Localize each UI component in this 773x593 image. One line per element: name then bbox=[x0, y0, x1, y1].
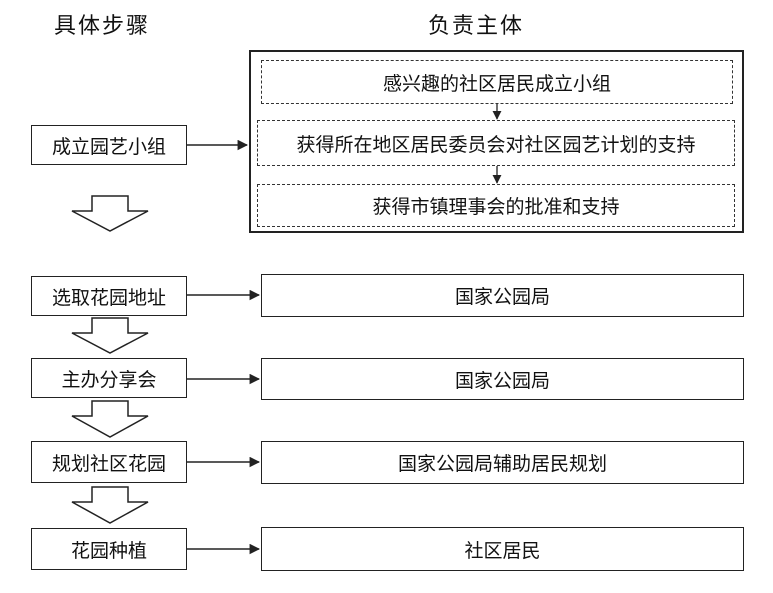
block-down-arrow-2 bbox=[71, 317, 149, 354]
step-box-2: 选取花园地址 bbox=[31, 276, 187, 316]
substep-box-2: 获得所在地区居民委员会对社区园艺计划的支持 bbox=[257, 120, 735, 166]
responsible-label: 国家公园局 bbox=[454, 369, 550, 392]
step-label: 规划社区花园 bbox=[51, 452, 166, 475]
responsible-box-4: 国家公园局辅助居民规划 bbox=[261, 441, 744, 484]
responsible-label: 社区居民 bbox=[464, 539, 541, 562]
substep-label: 感兴趣的社区居民成立小组 bbox=[382, 72, 611, 95]
responsible-label: 国家公园局辅助居民规划 bbox=[397, 453, 607, 475]
steps-header: 具体步骤 bbox=[54, 14, 151, 39]
step-box-5: 花园种植 bbox=[31, 528, 187, 570]
responsible-box-2: 国家公园局 bbox=[261, 274, 744, 317]
responsible-box-5: 社区居民 bbox=[261, 527, 744, 571]
substep-label: 获得所在地区居民委员会对社区园艺计划的支持 bbox=[296, 133, 696, 156]
block-down-arrow-1 bbox=[71, 195, 149, 232]
block-down-arrow-4 bbox=[71, 486, 149, 524]
step-label: 主办分享会 bbox=[61, 368, 157, 391]
step-box-4: 规划社区花园 bbox=[31, 441, 187, 483]
step-label: 成立园艺小组 bbox=[51, 135, 166, 158]
block-down-arrow-3 bbox=[71, 400, 149, 438]
step-label: 选取花园地址 bbox=[51, 286, 166, 309]
responsible-box-3: 国家公园局 bbox=[261, 358, 744, 400]
step-label: 花园种植 bbox=[70, 539, 147, 562]
substep-box-1: 感兴趣的社区居民成立小组 bbox=[261, 60, 733, 104]
step-box-3: 主办分享会 bbox=[31, 358, 187, 398]
step-box-1: 成立园艺小组 bbox=[31, 125, 187, 165]
responsible-label: 国家公园局 bbox=[454, 286, 550, 308]
responsible-header: 负责主体 bbox=[428, 14, 525, 39]
substep-label: 获得市镇理事会的批准和支持 bbox=[372, 196, 620, 218]
group-responsible-container bbox=[249, 50, 744, 233]
substep-box-3: 获得市镇理事会的批准和支持 bbox=[257, 184, 735, 227]
